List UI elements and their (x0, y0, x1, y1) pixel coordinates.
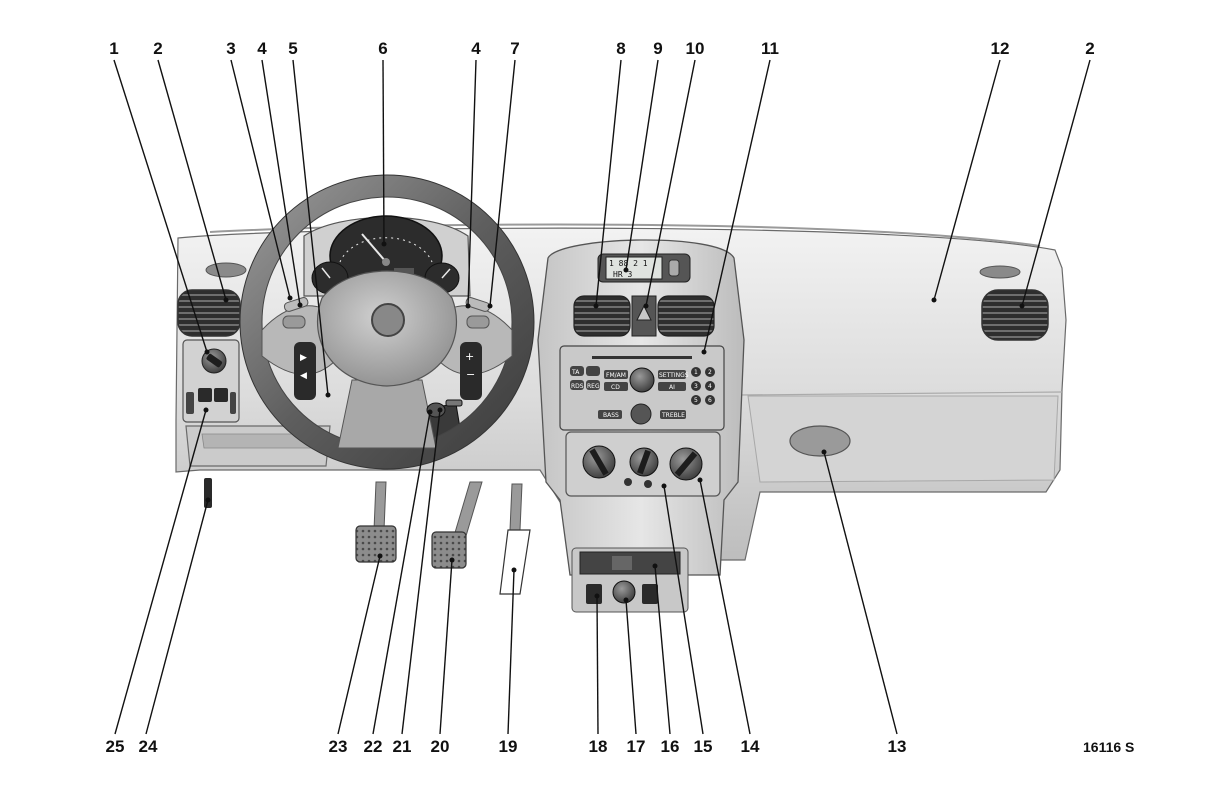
callout-5: 5 (288, 39, 297, 58)
svg-text:2: 2 (708, 369, 712, 376)
cd-label: CD (611, 384, 620, 391)
callout-10: 10 (686, 39, 705, 58)
callout-21: 21 (393, 737, 412, 756)
right-side-vent (982, 290, 1048, 340)
callout-23: 23 (329, 737, 348, 756)
svg-text:1: 1 (694, 369, 698, 376)
callout-19: 19 (499, 737, 518, 756)
radio-label-rds: RDS (571, 383, 584, 390)
headlight-range-control (186, 392, 194, 414)
fm-am-label: FM/AM (606, 372, 626, 379)
cd-slot (592, 356, 692, 359)
display-line-2: HR 3 (613, 270, 632, 279)
callout-24: 24 (139, 737, 158, 756)
display-button (669, 260, 679, 276)
callout-6: 6 (378, 39, 387, 58)
bass-label: BASS (603, 412, 619, 419)
callout-25: 25 (106, 737, 125, 756)
callout-4-right: 4 (471, 39, 481, 58)
clutch-pedal-arm (374, 482, 386, 530)
callout-4-left: 4 (257, 39, 267, 58)
callout-11: 11 (761, 39, 779, 58)
svg-text:−: − (466, 368, 475, 381)
callout-16: 16 (661, 737, 680, 756)
radio-label-ta: TA (571, 369, 580, 376)
left-demister-vent (206, 263, 246, 277)
svg-text:3: 3 (694, 383, 698, 390)
callout-numbers-bottom: 25 24 23 22 21 20 19 18 17 16 15 14 13 (106, 737, 907, 756)
callout-9: 9 (653, 39, 662, 58)
ai-label: AI (669, 384, 675, 391)
display-line-1: 1 88 2 1 (609, 259, 648, 268)
right-stalk-head (467, 316, 489, 328)
switch-left (586, 584, 602, 604)
figure-reference-code: 16116 S (1083, 739, 1134, 755)
center-vent-right (658, 296, 714, 336)
radio-volume-knob (630, 368, 654, 392)
treble-label: TREBLE (661, 412, 685, 419)
callout-17: 17 (627, 737, 646, 756)
center-vent-left (574, 296, 630, 336)
callout-7: 7 (510, 39, 519, 58)
callout-8: 8 (616, 39, 625, 58)
fog-light-button-rear (214, 388, 228, 402)
fog-light-button-front (198, 388, 212, 402)
glovebox-handle (790, 426, 850, 456)
callout-22: 22 (364, 737, 383, 756)
svg-text:5: 5 (694, 397, 698, 404)
steering-wheel-lower-spoke (338, 380, 436, 448)
svg-text:◀: ◀ (300, 371, 307, 381)
svg-text:▶: ▶ (300, 353, 307, 363)
callout-20: 20 (431, 737, 450, 756)
accelerator-pedal-arm (510, 484, 522, 530)
left-stalk-head (283, 316, 305, 328)
brake-pedal-arm (454, 482, 482, 536)
heated-rear-window-button (644, 480, 652, 488)
svg-text:+: + (465, 350, 474, 363)
callout-18: 18 (589, 737, 608, 756)
callout-12: 12 (991, 39, 1010, 58)
clutch-pedal (356, 526, 396, 562)
callout-13: 13 (888, 737, 907, 756)
callout-3: 3 (226, 39, 235, 58)
callout-1: 1 (109, 39, 118, 58)
accelerator-pedal (500, 530, 530, 594)
callout-2-left: 2 (153, 39, 162, 58)
air-recirculation-button (624, 478, 632, 486)
right-demister-vent (980, 266, 1020, 278)
callout-numbers-top: 1 2 3 4 5 6 4 7 8 9 10 11 12 2 (109, 39, 1094, 58)
callout-15: 15 (694, 737, 713, 756)
switch-right (642, 584, 658, 604)
instrument-dimmer-control (230, 392, 236, 414)
settings-label: SETTINGS (659, 372, 689, 379)
bonnet-release-lever (204, 478, 212, 508)
radio-label-reg: REG (587, 383, 600, 390)
brake-pedal (432, 532, 466, 568)
svg-text:6: 6 (708, 397, 712, 404)
svg-text:4: 4 (708, 383, 712, 390)
left-side-vent (178, 290, 240, 336)
ignition-key (446, 400, 462, 406)
callout-14: 14 (741, 737, 760, 756)
horn-emblem (372, 304, 404, 336)
callout-2-right: 2 (1085, 39, 1094, 58)
radio-rocker (631, 404, 651, 424)
